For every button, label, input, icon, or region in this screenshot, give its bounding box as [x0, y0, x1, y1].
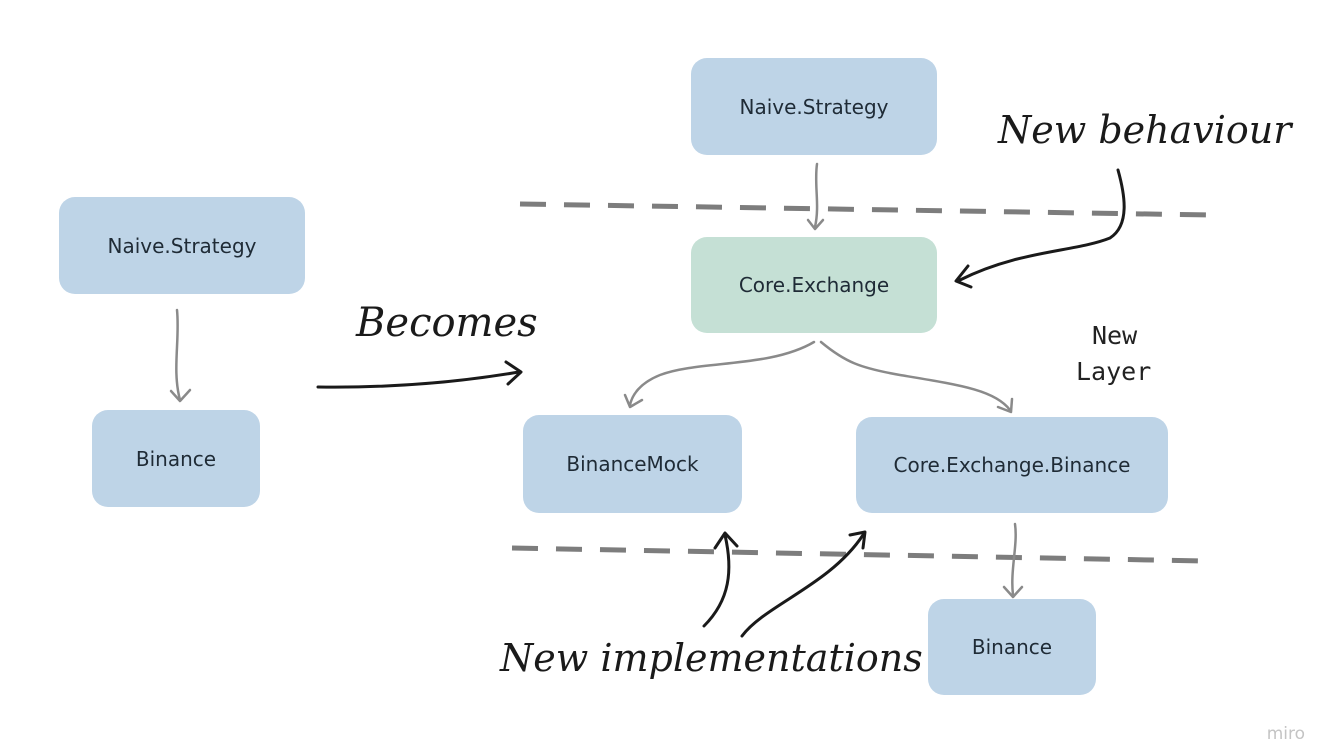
dashed-boundary-bottom — [511, 545, 1206, 564]
miro-watermark: miro — [1266, 724, 1305, 744]
new-behaviour-arrow — [958, 168, 1126, 282]
annotation-new-implementations: New implementations — [500, 636, 923, 680]
box-core-exchange-binance-label: Core.Exchange.Binance — [893, 453, 1131, 477]
arrowhead-core-binance — [996, 397, 1014, 414]
box-top-naive-strategy-label: Naive.Strategy — [739, 94, 889, 119]
arrowhead-left-binance — [169, 388, 192, 403]
new-impl-arrow-core-binance — [740, 533, 865, 638]
new-behaviour-arrowhead — [954, 264, 973, 289]
arrow-strategy-to-core-exchange — [813, 162, 819, 229]
box-core-exchange-binance[interactable]: Core.Exchange.Binance — [856, 417, 1168, 513]
arrow-core-binance-to-binance — [1011, 522, 1017, 597]
new-impl-arrow-mock — [702, 533, 731, 628]
becomes-arrow — [316, 370, 521, 389]
new-impl-arrowhead-mock — [713, 531, 739, 550]
box-top-naive-strategy[interactable]: Naive.Strategy — [691, 58, 937, 155]
box-left-naive-strategy-label: Naive.Strategy — [107, 233, 257, 258]
arrow-core-to-core-binance — [819, 340, 1012, 412]
box-left-naive-strategy[interactable]: Naive.Strategy — [59, 197, 305, 294]
box-core-exchange[interactable]: Core.Exchange — [691, 237, 937, 333]
box-bottom-binance-label: Binance — [971, 635, 1053, 659]
box-left-binance-label: Binance — [135, 446, 217, 471]
new-impl-arrowhead-core-binance — [848, 530, 867, 550]
arrow-core-to-mock — [628, 340, 816, 407]
box-binance-mock[interactable]: BinanceMock — [523, 415, 742, 513]
arrow-left-strategy-to-binance — [175, 308, 182, 402]
box-left-binance[interactable]: Binance — [92, 410, 260, 507]
box-binance-mock-label: BinanceMock — [566, 452, 699, 476]
annotation-becomes: Becomes — [356, 300, 538, 346]
annotation-new-behaviour: New behaviour — [998, 108, 1292, 152]
box-bottom-binance[interactable]: Binance — [928, 599, 1096, 695]
annotation-new-layer-line1: New — [1092, 321, 1138, 350]
arrowhead-core-exchange — [806, 218, 825, 231]
dashed-boundary-top — [519, 201, 1211, 218]
annotation-new-layer-line2: Layer — [1076, 357, 1152, 386]
annotation-new-layer: New Layer — [1076, 318, 1151, 390]
box-core-exchange-label: Core.Exchange — [738, 273, 890, 297]
arrowhead-mock — [623, 393, 644, 409]
becomes-arrowhead — [504, 360, 523, 386]
arrowhead-bottom-binance — [1002, 585, 1024, 599]
